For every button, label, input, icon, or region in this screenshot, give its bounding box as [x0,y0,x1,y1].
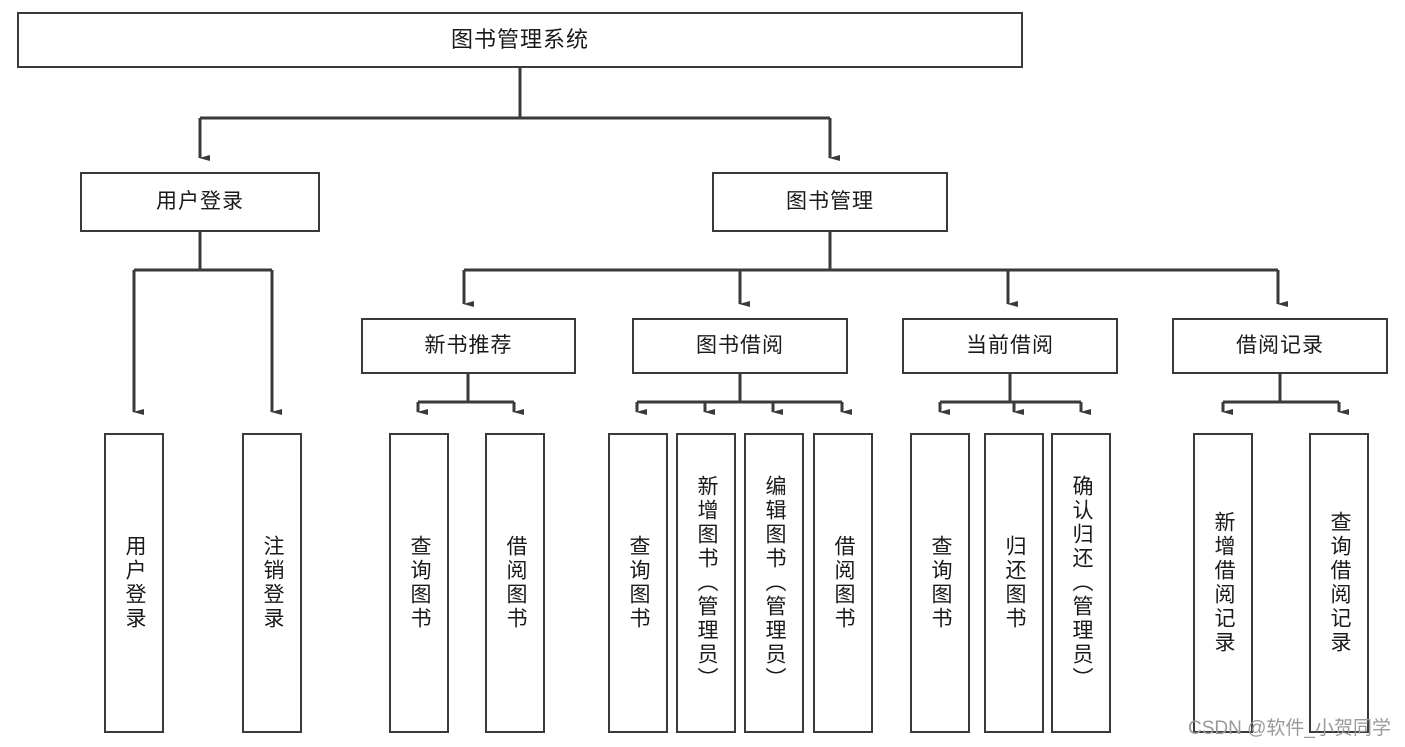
leaf-label: 编辑图书（管理员） [763,475,787,691]
leaf-label: 确认归还（管理员） [1070,475,1094,691]
leaf-return-book[interactable]: 归还图书 [984,433,1044,733]
leaf-label: 用户登录 [123,535,147,631]
leaf-edit-book[interactable]: 编辑图书（管理员） [744,433,804,733]
node-book-manage[interactable]: 图书管理 [712,172,948,232]
leaf-logout[interactable]: 注销登录 [242,433,302,733]
leaf-add-book[interactable]: 新增图书（管理员） [676,433,736,733]
node-current-borrow[interactable]: 当前借阅 [902,318,1118,374]
leaf-confirm-return[interactable]: 确认归还（管理员） [1051,433,1111,733]
leaf-add-borrow-record[interactable]: 新增借阅记录 [1193,433,1253,733]
node-user-login[interactable]: 用户登录 [80,172,320,232]
leaf-label: 归还图书 [1003,535,1027,631]
leaf-query-book-1[interactable]: 查询图书 [389,433,449,733]
csdn-watermark: CSDN @软件_小贺同学 [1188,718,1391,739]
leaf-label: 借阅图书 [832,535,856,631]
leaf-borrow-book-2[interactable]: 借阅图书 [813,433,873,733]
leaf-label: 查询图书 [627,535,651,631]
leaf-label: 查询借阅记录 [1328,511,1352,655]
leaf-user-login[interactable]: 用户登录 [104,433,164,733]
node-borrow-record[interactable]: 借阅记录 [1172,318,1388,374]
node-root[interactable]: 图书管理系统 [17,12,1023,68]
leaf-label: 查询图书 [408,535,432,631]
node-new-book-recommend[interactable]: 新书推荐 [361,318,576,374]
leaf-query-book-3[interactable]: 查询图书 [910,433,970,733]
leaf-label: 借阅图书 [504,535,528,631]
leaf-borrow-book-1[interactable]: 借阅图书 [485,433,545,733]
leaf-label: 注销登录 [261,535,285,631]
leaf-label: 新增图书（管理员） [695,475,719,691]
leaf-query-borrow-record[interactable]: 查询借阅记录 [1309,433,1369,733]
leaf-label: 新增借阅记录 [1212,511,1236,655]
leaf-label: 查询图书 [929,535,953,631]
node-book-borrow[interactable]: 图书借阅 [632,318,848,374]
leaf-query-book-2[interactable]: 查询图书 [608,433,668,733]
